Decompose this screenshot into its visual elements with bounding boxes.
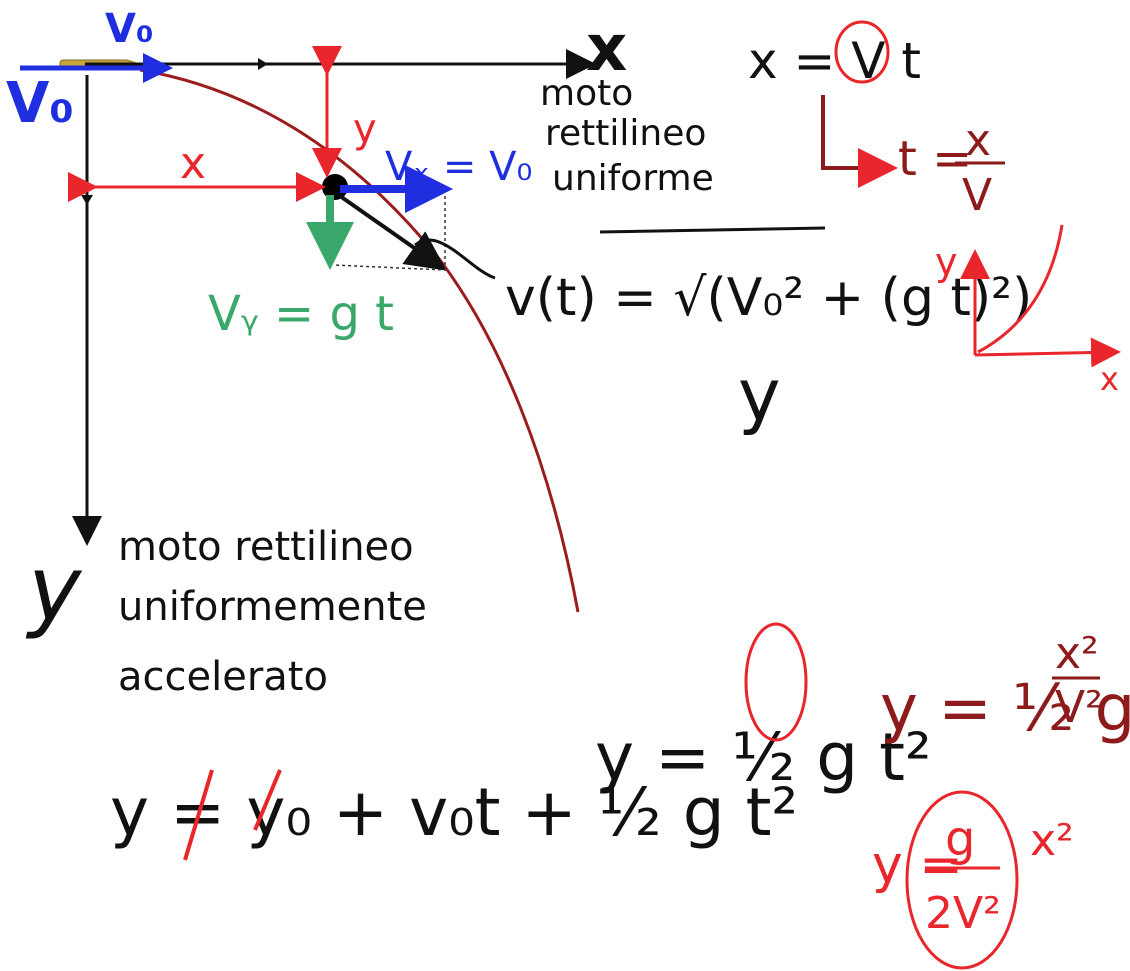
mini-graph-y-label: y (935, 240, 958, 284)
y-sub-num: x² (1055, 628, 1099, 679)
vy-label: Vᵧ = g t (208, 286, 394, 342)
y-sub-den: V² (1055, 682, 1103, 733)
projectile-point (322, 174, 348, 200)
vx-label: Vₓ = V₀ (385, 144, 532, 190)
speed-formula-overline (599, 226, 826, 234)
y-general-equation: y = y₀ + v₀t + ½ g t² (110, 774, 798, 851)
y-axis-mid-arrow (81, 195, 93, 205)
x-axis-mid-arrow (258, 58, 268, 70)
t-circle (834, 20, 890, 84)
t-eq-num: x (965, 115, 991, 166)
strike-y0 (183, 769, 214, 861)
y-distance-label: y (353, 106, 377, 152)
speed-formula: v(t) = √(V₀² + (g t)²) (505, 268, 1032, 328)
v0-left-label: V₀ (6, 71, 74, 136)
parallelogram-guide (332, 196, 446, 271)
y-final-rhs: x² (1030, 815, 1074, 866)
y-final-den: 2V² (925, 888, 1001, 939)
y-axis-label: y (25, 537, 83, 642)
y-sub-lhs: y = ½ g (880, 672, 1130, 746)
t-eq-arrow (821, 95, 898, 188)
lonely-y-letter: y (738, 353, 781, 437)
mini-parabola-graph (960, 224, 1121, 368)
vertical-motion-line-1: moto rettilineo (118, 524, 414, 570)
mini-graph-x-label: x (1100, 360, 1119, 398)
vertical-motion-line-2: uniformemente (118, 584, 427, 630)
t2-circle (744, 622, 808, 742)
horizontal-motion-line-1: moto (540, 73, 633, 114)
horizontal-motion-line-3: uniforme (552, 158, 714, 199)
vertical-motion-line-3: accelerato (118, 654, 328, 700)
speed-formula-callout (414, 238, 496, 280)
y-final-lhs: y = (872, 835, 963, 895)
y-half-g-t2-equation: y = ½ g t² (595, 719, 931, 796)
velocity-vector (338, 194, 447, 271)
x-eq: x = V t (748, 32, 921, 90)
x-axis-label: x (586, 12, 627, 86)
v0-top-label: V₀ (105, 6, 153, 52)
t-eq-den: V (962, 170, 992, 221)
x-distance-label: x (180, 138, 206, 189)
strike-v0t (253, 769, 282, 831)
t-eq-lhs: t = (898, 131, 972, 187)
g-over-2v2-circle (905, 790, 1019, 970)
horizontal-motion-line-2: rettilineo (545, 113, 706, 154)
y-final-num: g (945, 811, 975, 867)
